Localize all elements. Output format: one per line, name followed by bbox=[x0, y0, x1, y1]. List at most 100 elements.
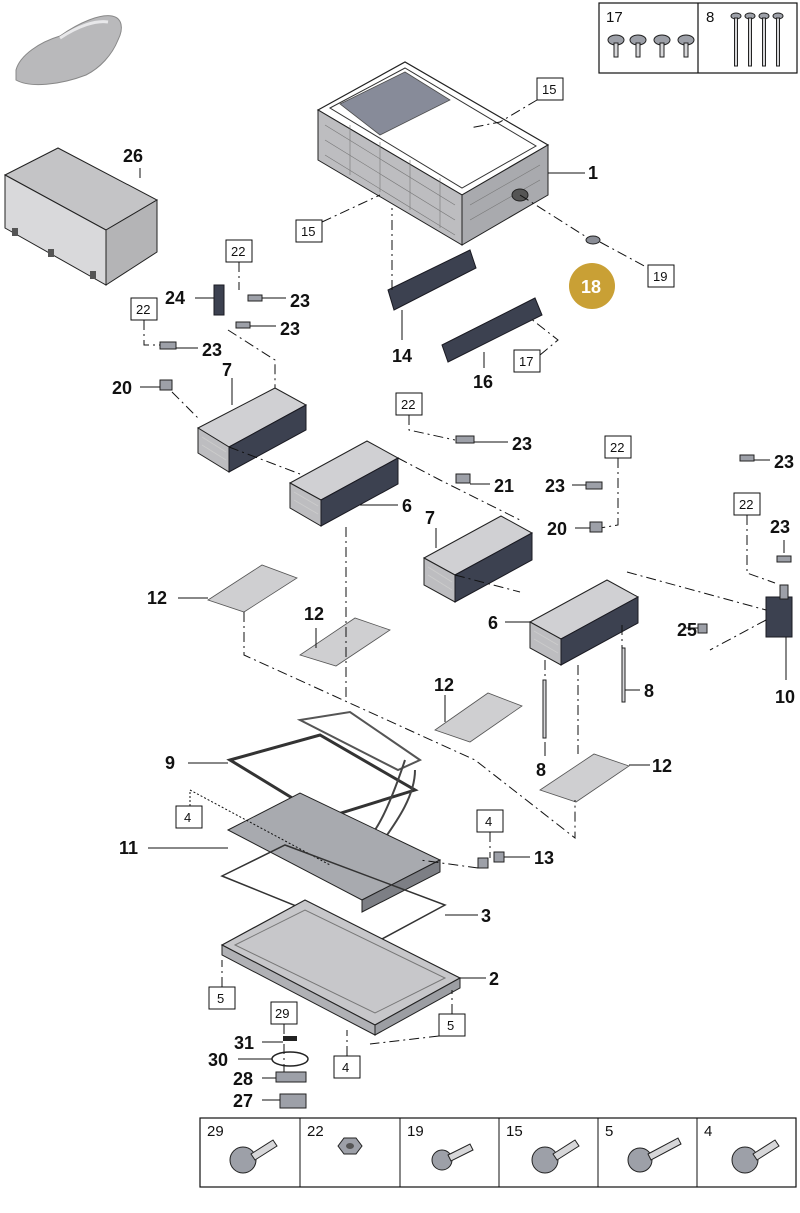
callout-21: 21 bbox=[494, 476, 514, 496]
svg-text:4: 4 bbox=[485, 814, 492, 829]
part-8-rod-a bbox=[621, 647, 626, 703]
legend-ref-17: 17 bbox=[606, 9, 623, 26]
part-2-housing-tray bbox=[220, 899, 462, 1036]
svg-text:5: 5 bbox=[447, 1018, 454, 1033]
part-28-cover bbox=[275, 1071, 307, 1083]
callout-12a: 12 bbox=[147, 588, 167, 608]
ref-box-22d: 22 bbox=[604, 435, 632, 459]
part-23-clip-c bbox=[159, 341, 177, 350]
part-7-battery-module-a bbox=[196, 387, 308, 473]
callout-12c: 12 bbox=[434, 675, 454, 695]
part-31-clip bbox=[283, 1036, 297, 1041]
callout-18: 18 bbox=[581, 277, 601, 297]
callout-23g: 23 bbox=[770, 517, 790, 537]
part-23-clip-f bbox=[739, 454, 755, 462]
part-23-clip-e bbox=[585, 481, 603, 490]
callout-2: 2 bbox=[489, 969, 499, 989]
callout-18-highlight[interactable]: 18 bbox=[569, 263, 615, 309]
callout-8b: 8 bbox=[536, 760, 546, 780]
svg-text:15: 15 bbox=[301, 224, 315, 239]
part-1-battery-frame bbox=[316, 61, 550, 246]
svg-text:22: 22 bbox=[610, 440, 624, 455]
ref-box-5b: 5 bbox=[438, 1013, 466, 1037]
part-26-cover-box bbox=[3, 147, 159, 286]
short-torx-bolt-icon bbox=[431, 1143, 474, 1171]
svg-text:22: 22 bbox=[401, 397, 415, 412]
part-20-connector-a bbox=[159, 379, 173, 391]
part-12-thermal-pad-a bbox=[207, 564, 298, 613]
callout-20b: 20 bbox=[547, 519, 567, 539]
callout-31: 31 bbox=[234, 1033, 254, 1053]
callout-26: 26 bbox=[123, 146, 143, 166]
callout-12b: 12 bbox=[304, 604, 324, 624]
svg-text:15: 15 bbox=[542, 82, 556, 97]
callout-3: 3 bbox=[481, 906, 491, 926]
part-23-clip-b bbox=[235, 321, 251, 329]
fastener-legend-top: 17 8 bbox=[598, 2, 798, 74]
torx-flange-bolt-icon bbox=[531, 1139, 580, 1174]
callout-7a: 7 bbox=[222, 360, 232, 380]
part-30-o-ring bbox=[271, 1051, 309, 1067]
callout-30: 30 bbox=[208, 1050, 228, 1070]
ref-box-17: 17 bbox=[513, 349, 541, 373]
svg-text:22: 22 bbox=[231, 244, 245, 259]
part-24-sensor bbox=[213, 284, 225, 316]
torx-flange-bolt-icon bbox=[731, 1139, 780, 1174]
ref-box-4b: 4 bbox=[476, 809, 504, 833]
callout-23a: 23 bbox=[290, 291, 310, 311]
part-12-thermal-pad-b bbox=[299, 617, 391, 667]
callout-28: 28 bbox=[233, 1069, 253, 1089]
callout-27: 27 bbox=[233, 1091, 253, 1111]
callout-20a: 20 bbox=[112, 378, 132, 398]
legend-ref-19: 19 bbox=[407, 1123, 424, 1140]
legend-ref-15: 15 bbox=[506, 1123, 523, 1140]
svg-text:29: 29 bbox=[275, 1006, 289, 1021]
legend-ref-22: 22 bbox=[307, 1123, 324, 1140]
button-head-bolt-icon bbox=[607, 34, 695, 58]
ref-box-15b: 15 bbox=[295, 219, 323, 243]
part-7-battery-module-b bbox=[422, 515, 534, 603]
part-18-seal-ring bbox=[585, 235, 601, 245]
part-23-clip-g bbox=[776, 555, 792, 563]
callout-23b: 23 bbox=[280, 319, 300, 339]
ref-box-15a: 15 bbox=[536, 77, 564, 101]
svg-text:5: 5 bbox=[217, 991, 224, 1006]
callout-23e: 23 bbox=[545, 476, 565, 496]
part-12-thermal-pad-c bbox=[434, 692, 523, 743]
torx-flange-bolt-icon bbox=[229, 1139, 278, 1174]
callout-1: 1 bbox=[588, 163, 598, 183]
callout-24: 24 bbox=[165, 288, 185, 308]
long-torx-bolt-icon bbox=[627, 1137, 682, 1173]
callout-13: 13 bbox=[534, 848, 554, 868]
legend-ref-4: 4 bbox=[704, 1123, 712, 1140]
hex-nut-icon bbox=[337, 1137, 363, 1155]
callout-12d: 12 bbox=[652, 756, 672, 776]
svg-text:19: 19 bbox=[653, 269, 667, 284]
part-20-connector-b bbox=[589, 521, 603, 533]
legend-ref-29: 29 bbox=[207, 1123, 224, 1140]
svg-text:17: 17 bbox=[519, 354, 533, 369]
ref-box-22c: 22 bbox=[395, 392, 423, 416]
callout-16: 16 bbox=[473, 372, 493, 392]
ref-box-22b: 22 bbox=[130, 297, 158, 321]
callout-23f: 23 bbox=[774, 452, 794, 472]
legend-ref-5: 5 bbox=[605, 1123, 613, 1140]
callout-23c: 23 bbox=[202, 340, 222, 360]
part-11-cooling-plate bbox=[226, 792, 442, 913]
car-silhouette-icon bbox=[15, 15, 122, 85]
callout-6b: 6 bbox=[488, 613, 498, 633]
part-8-rod-b bbox=[542, 679, 547, 739]
long-threaded-rod-icon bbox=[730, 12, 784, 67]
svg-text:22: 22 bbox=[136, 302, 150, 317]
ref-box-29: 29 bbox=[270, 1001, 298, 1025]
highlight-circle bbox=[569, 263, 615, 309]
callout-7b: 7 bbox=[425, 508, 435, 528]
svg-text:22: 22 bbox=[739, 497, 753, 512]
callout-11: 11 bbox=[119, 838, 138, 858]
ref-box-4c: 4 bbox=[333, 1055, 361, 1079]
ref-box-22e: 22 bbox=[733, 492, 761, 516]
part-6-battery-module-a bbox=[288, 440, 400, 527]
callout-9: 9 bbox=[165, 753, 175, 773]
ref-box-22a: 22 bbox=[225, 239, 253, 263]
svg-text:4: 4 bbox=[184, 810, 191, 825]
